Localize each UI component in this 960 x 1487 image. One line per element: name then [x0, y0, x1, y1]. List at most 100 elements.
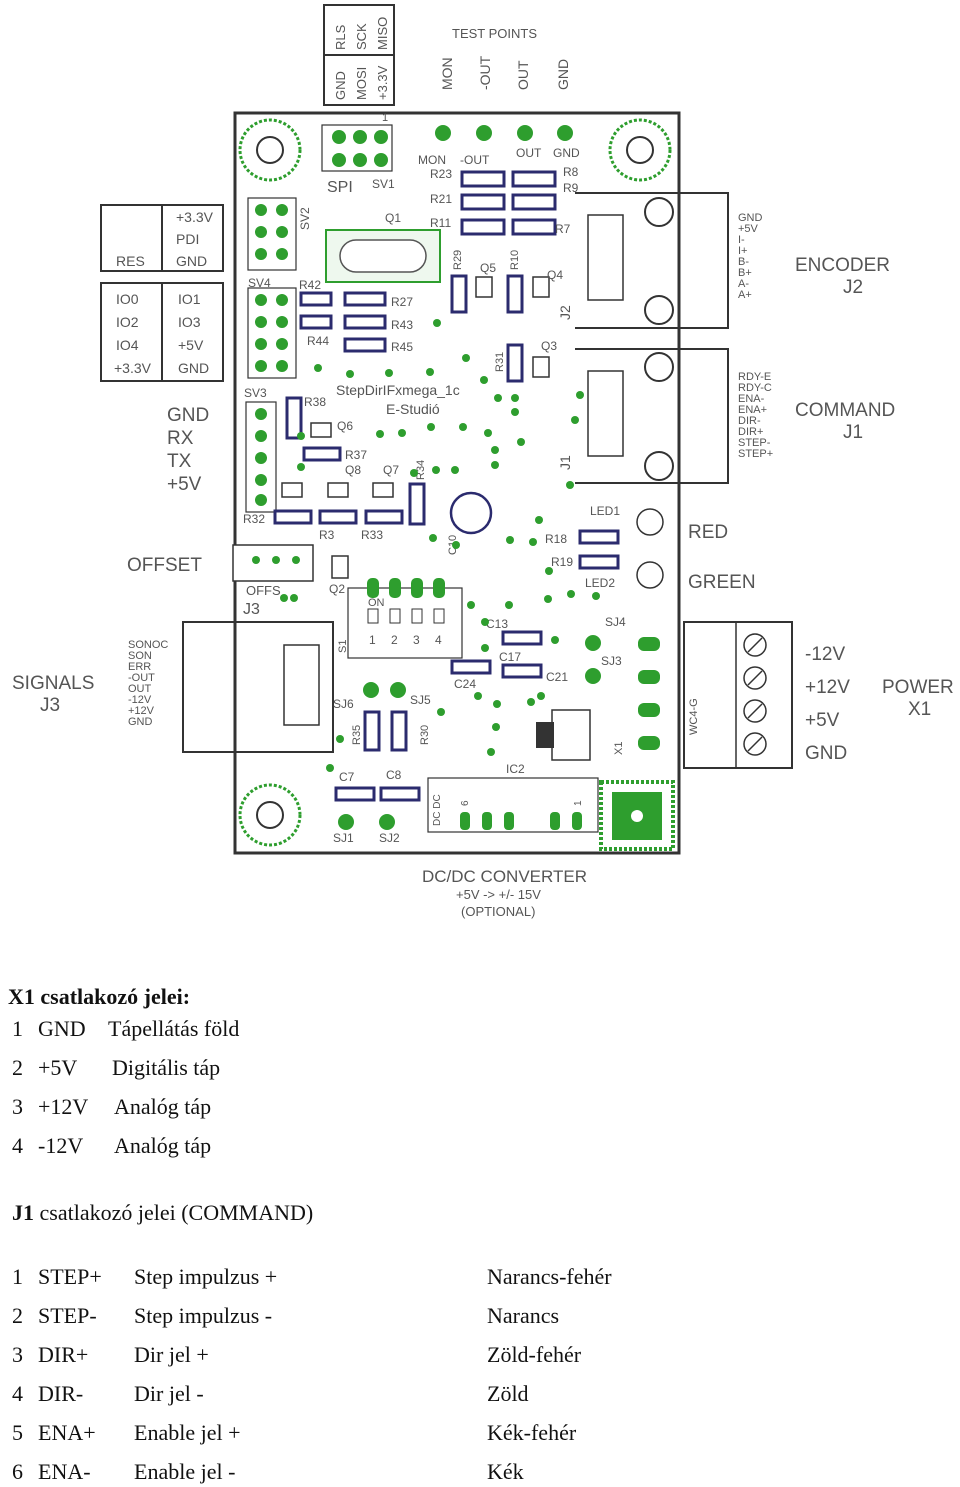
mounting-holes: [238, 118, 672, 847]
offs-silk: OFFS: [246, 583, 281, 598]
signals-pin-3: -OUT: [128, 672, 155, 684]
encoder-pin-3: I+: [738, 245, 747, 257]
j1-row-color: Kék: [487, 1459, 524, 1484]
command-ref: J1: [843, 422, 863, 443]
io-right-3: GND: [178, 360, 209, 376]
r35: R35: [351, 725, 363, 745]
ic2-silk: IC2: [506, 762, 525, 776]
j1-row-desc: Enable jel +: [134, 1420, 241, 1445]
io-left-2: IO4: [116, 337, 139, 353]
header-sv2: [247, 197, 297, 271]
r32: R32: [243, 512, 265, 526]
r7: R7: [555, 222, 571, 236]
signals-title: SIGNALS: [12, 673, 94, 694]
spi-pin-one: 1: [382, 112, 388, 124]
x1-row-signal: -12V: [38, 1133, 84, 1158]
r34: R34: [415, 460, 427, 480]
header-sv3: [245, 401, 277, 513]
sj6: SJ6: [333, 697, 354, 711]
cap-c10: [449, 491, 493, 535]
j1-row-num: 5: [12, 1420, 23, 1445]
test-point-neg-out: -OUT: [477, 55, 493, 90]
j1-row-desc: Enable jel -: [134, 1459, 236, 1484]
command-pin-5: DIR+: [738, 426, 763, 438]
dip-4: 4: [435, 633, 442, 647]
test-points-labels: TEST POINTS MON -OUT OUT GND: [439, 26, 571, 90]
r44: R44: [307, 334, 329, 348]
sj-labels: SJ4 SJ3 SJ6 SJ5 SJ1 SJ2: [333, 615, 626, 845]
x1-row-desc: Digitális táp: [112, 1055, 221, 1080]
solder-jumpers: [338, 635, 601, 830]
r43: R43: [391, 318, 413, 332]
q2: Q2: [329, 582, 345, 596]
transistor-labels: Q5 Q4 Q3 Q6 Q8 Q7 Q2: [329, 261, 563, 596]
power-pads: [638, 637, 660, 750]
power-pin-0: -12V: [805, 644, 845, 665]
sj1: SJ1: [333, 831, 354, 845]
io-left-0: IO0: [116, 291, 139, 307]
sv1-silk: SV1: [372, 177, 395, 191]
command-connector: RDY-E RDY-C ENA- ENA+ DIR- DIR+ STEP- ST…: [575, 348, 895, 484]
led-green-label: GREEN: [688, 572, 756, 593]
test-point-mon: MON: [439, 57, 455, 90]
test-points-title: TEST POINTS: [452, 26, 537, 41]
signals-pin-0: SONOC: [128, 639, 168, 651]
pcb-diagram: RLS SCK MISO GND MOSI +3.3V TEST POINTS …: [12, 4, 954, 919]
j1-silk: J1: [557, 455, 573, 470]
sv3-silk: SV3: [244, 386, 267, 400]
r30: R30: [419, 725, 431, 745]
j1-title: J1 csatlakozó jelei (COMMAND): [12, 1200, 314, 1225]
header-sv4: [247, 287, 297, 379]
command-title: COMMAND: [795, 400, 895, 421]
sj4: SJ4: [605, 615, 626, 629]
r19: R19: [551, 555, 573, 569]
j1-row-desc: Dir jel -: [134, 1381, 204, 1406]
encoder-pin-4: B-: [738, 256, 749, 268]
command-pin-4: DIR-: [738, 415, 761, 427]
j1-row-signal: STEP-: [38, 1303, 97, 1328]
studio-name: E-Studió: [386, 401, 440, 417]
spi-top-label-0: RLS: [333, 24, 348, 50]
uart-gnd: GND: [167, 405, 209, 426]
x1-row-num: 3: [12, 1094, 23, 1119]
square-pad: [599, 780, 675, 851]
power-connector: -12V +12V +5V GND POWER X1: [683, 621, 954, 769]
uart-tx: TX: [167, 451, 192, 472]
pcb-svg: RLS SCK MISO GND MOSI +3.3V TEST POINTS …: [12, 4, 954, 919]
sj2: SJ2: [379, 831, 400, 845]
dip-1: 1: [369, 633, 376, 647]
dcdc-labels: DC/DC CONVERTER +5V -> +/- 15V (OPTIONAL…: [422, 867, 587, 919]
encoder-ref: J2: [843, 277, 863, 298]
j1-row-color: Narancs-fehér: [487, 1264, 612, 1289]
io-right-2: +5V: [178, 337, 204, 353]
command-pin-7: STEP+: [738, 448, 773, 460]
j1-row-color: Narancs: [487, 1303, 560, 1328]
r18: R18: [545, 532, 567, 546]
c8: C8: [386, 768, 402, 782]
uart-labels: GND RX TX +5V: [167, 405, 209, 495]
sv4-silk: SV4: [248, 276, 271, 290]
r23: R23: [430, 167, 452, 181]
dcdc-pin6: 6: [460, 800, 471, 806]
j1-row-desc: Dir jel +: [134, 1342, 209, 1367]
pdi-label-2: GND: [176, 253, 207, 269]
j3-silk: J3: [243, 601, 260, 618]
encoder-pin-5: B+: [738, 267, 752, 279]
spi-bottom-label-0: GND: [333, 71, 348, 100]
q3: Q3: [541, 339, 557, 353]
sv2-silk: SV2: [298, 207, 312, 230]
encoder-pin-1: +5V: [738, 223, 759, 235]
q6: Q6: [337, 419, 353, 433]
s1-silk: S1: [337, 640, 349, 653]
io-right-0: IO1: [178, 291, 201, 307]
res-label: RES: [116, 253, 145, 269]
x1-row-desc: Tápellátás föld: [108, 1016, 240, 1041]
regulator: X1: [536, 709, 625, 761]
resistor-blocks: [273, 170, 620, 802]
r27: R27: [391, 295, 413, 309]
test-point-pads: [435, 125, 573, 141]
board-name: StepDirIFxmega_1c: [336, 382, 460, 398]
spi-bottom-label-1: MOSI: [354, 67, 369, 100]
r10: R10: [509, 250, 521, 270]
uart-rx: RX: [167, 428, 194, 449]
